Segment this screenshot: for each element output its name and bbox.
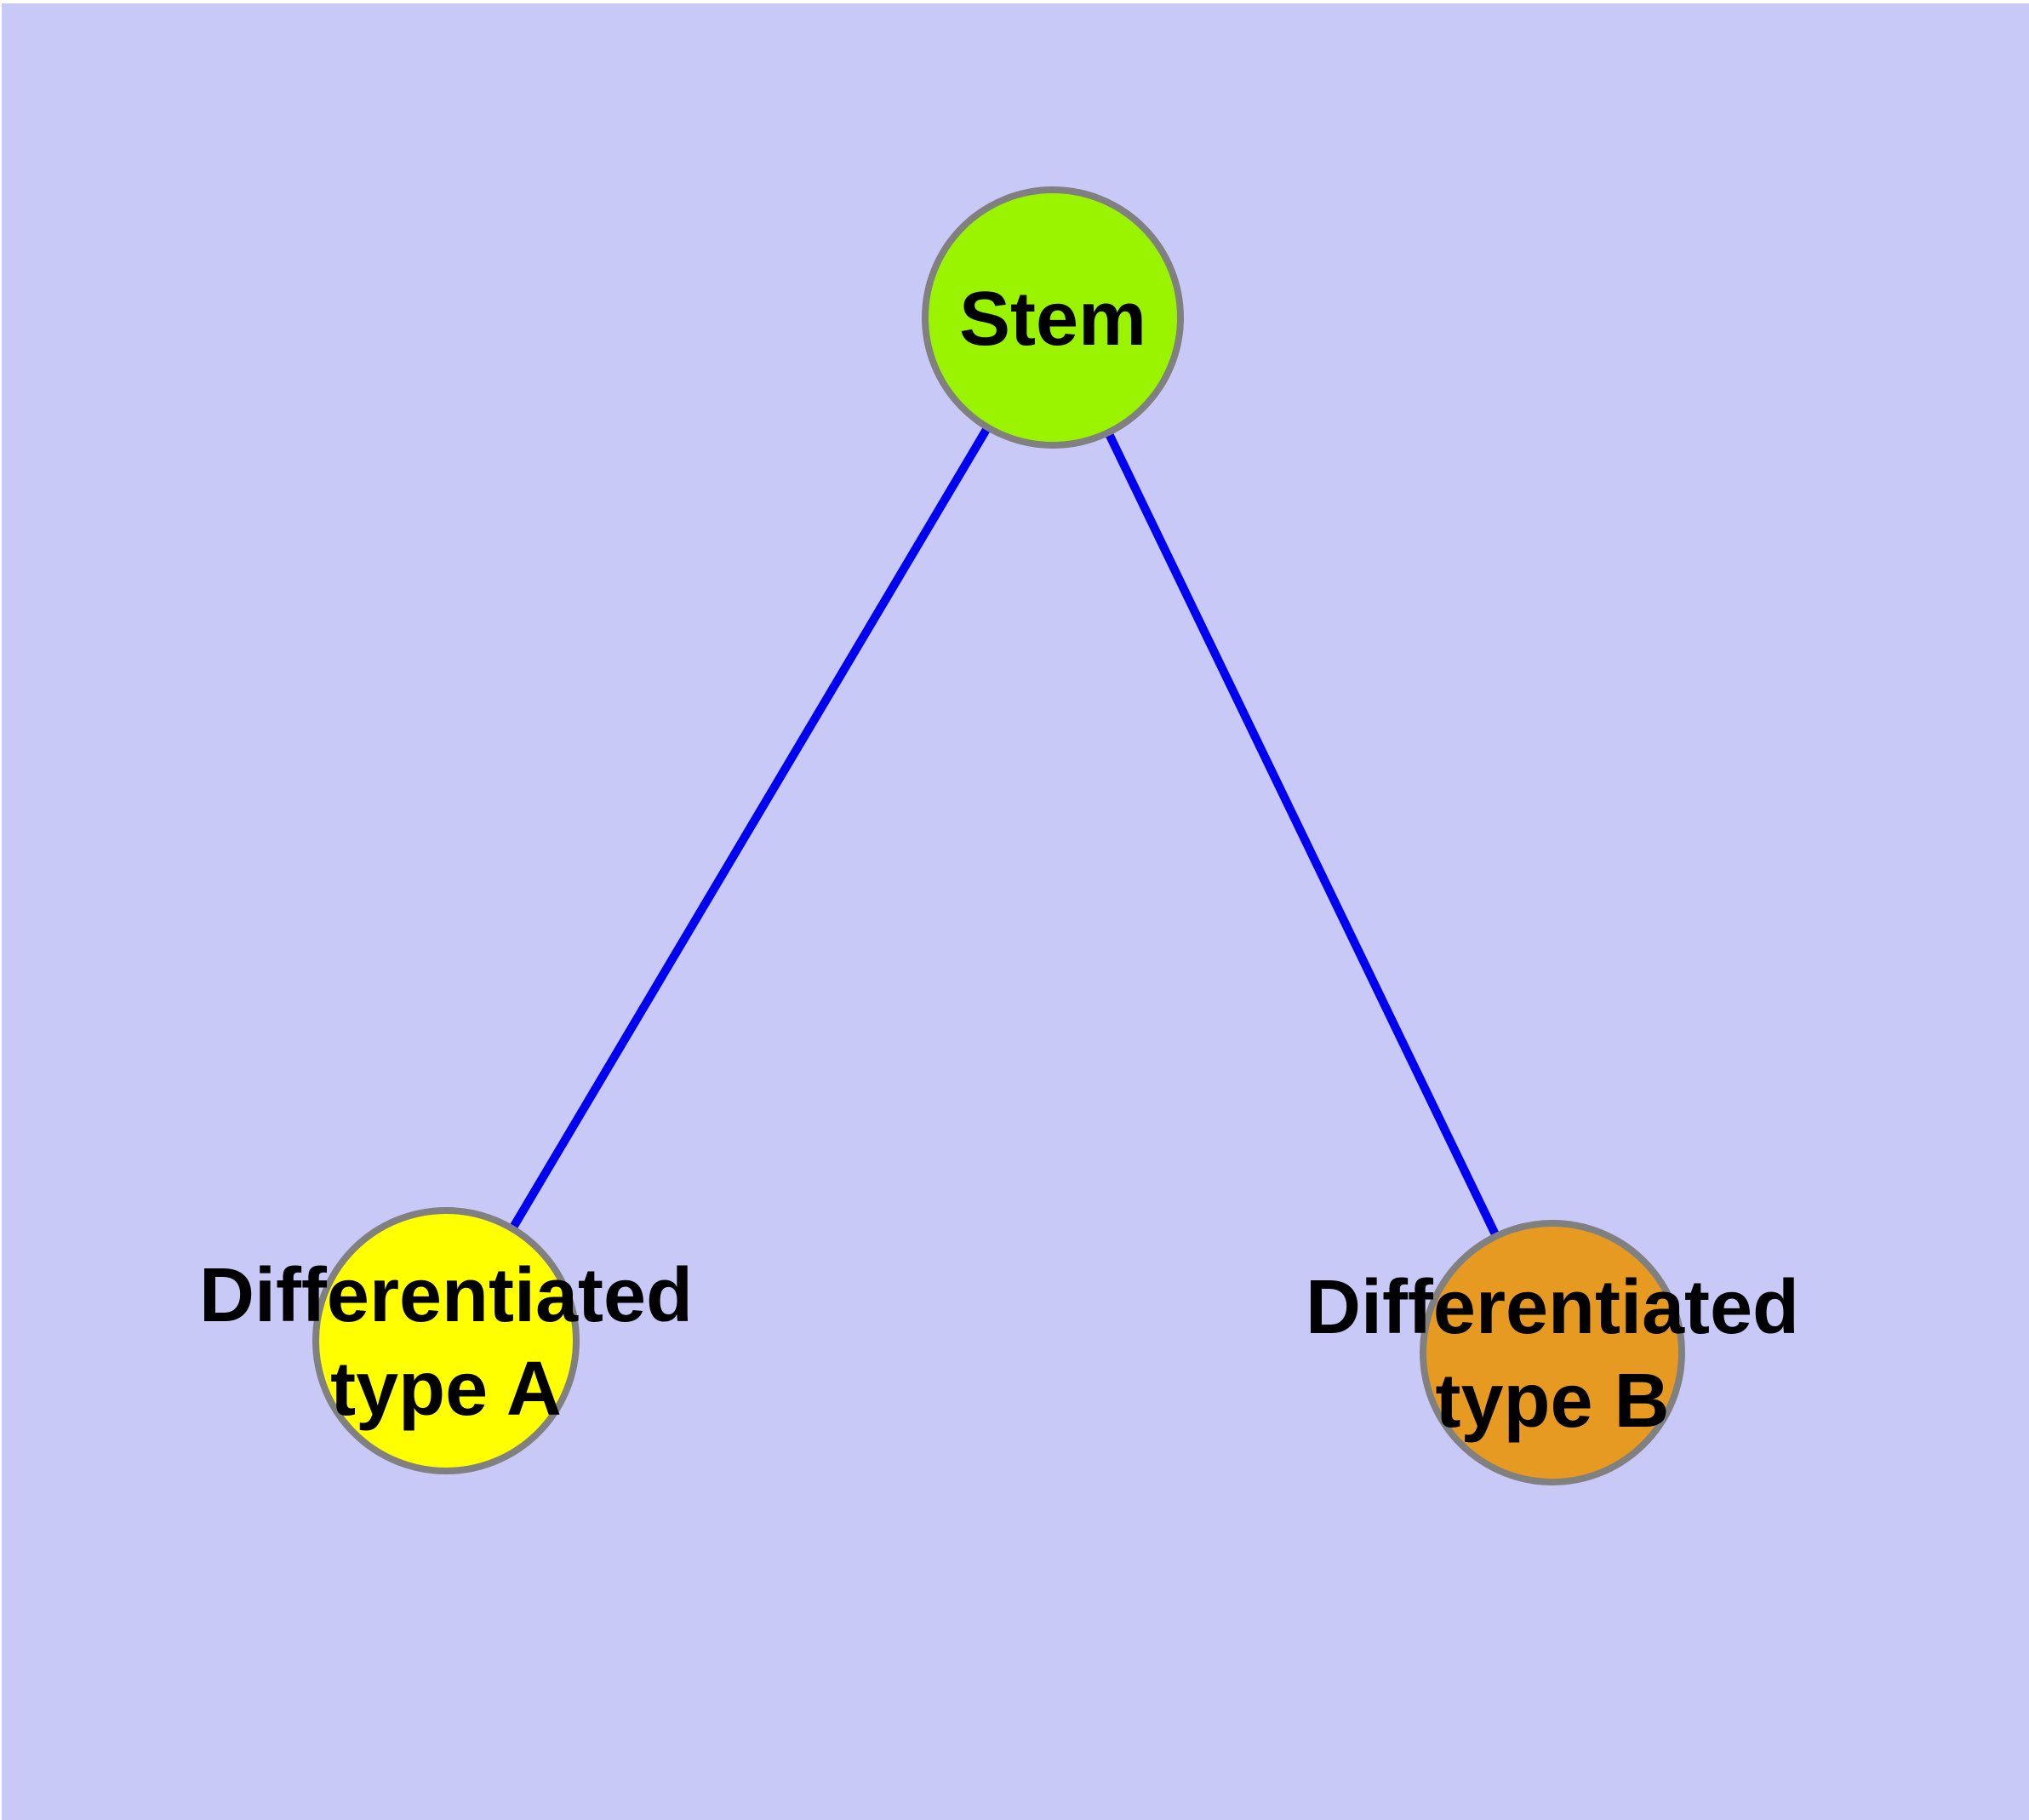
edge-stem-to-type-a bbox=[442, 315, 1057, 1343]
node-stem-label: Stem bbox=[959, 277, 1146, 362]
node-differentiated-type-b bbox=[1420, 1220, 1685, 1485]
node-type-a-label-line1: Differentiated bbox=[199, 1253, 693, 1338]
node-differentiated-type-a bbox=[312, 1207, 580, 1474]
node-type-a-label-line2: type A bbox=[330, 1347, 562, 1432]
edge-stem-to-type-b bbox=[1049, 315, 1557, 1355]
node-type-b-label-line2: type B bbox=[1435, 1359, 1669, 1444]
node-stem bbox=[922, 186, 1184, 449]
node-type-b-label-line1: Differentiated bbox=[1306, 1265, 1799, 1350]
